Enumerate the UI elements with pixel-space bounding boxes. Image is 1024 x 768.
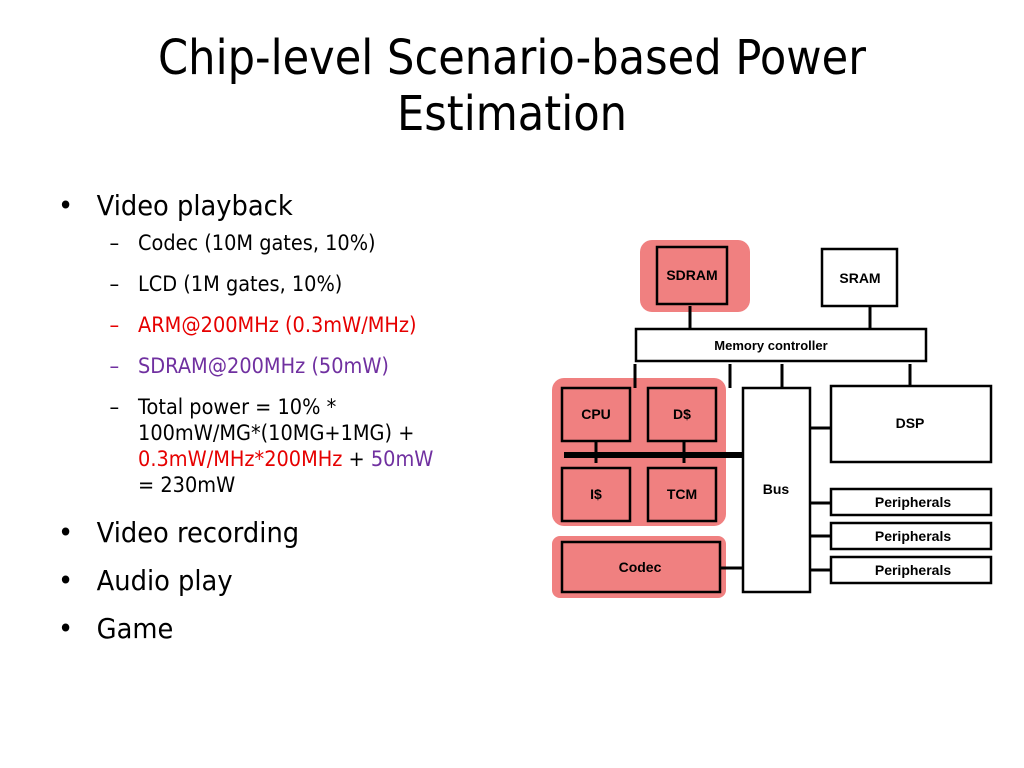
bullet-game: • Game [58,612,174,645]
sub-bullet-arm: – ARM@200MHz (0.3mW/MHz) [109,313,417,337]
codec-label: Codec [619,559,662,575]
total-power-sdram-term: 50mW [370,447,434,471]
sub-bullet-total-power: – Total power = 10% * 100mW/MG*(10MG+1MG… [109,395,434,497]
slide-title: Chip-level Scenario-based Power Estimati… [51,30,973,142]
sub-bullet-sdram: – SDRAM@200MHz (50mW) [109,354,389,378]
icache-label: I$ [590,486,602,502]
bullet-video-playback: • Video playback [58,186,509,226]
sub-bullet-lcd: – LCD (1M gates, 10%) [109,272,343,296]
peripherals-label-3: Peripherals [875,562,951,578]
slide-title-line-2: Estimation [396,86,628,142]
peripherals-label-2: Peripherals [875,528,951,544]
cpu-label: CPU [581,406,611,422]
bus-block [741,386,812,594]
slide-title-line-1: Chip-level Scenario-based Power [158,30,866,86]
soc-block-diagram: SDRAM SRAM Memory controller CPU D$ I$ T… [552,240,993,598]
codec-block [560,540,722,594]
bullet-audio-play: • Audio play [58,564,233,597]
peripherals-block-3 [829,555,993,585]
bullet-list: • Video playback – Codec (10M gates, 10%… [58,186,548,649]
memory-controller-label: Memory controller [714,338,827,353]
tcm-label: TCM [667,486,697,502]
peripherals-block-2 [829,521,993,551]
cpu-block [560,386,632,443]
bus-label: Bus [763,481,790,497]
total-power-plus: + [342,447,371,471]
dcache-block [646,386,718,443]
sram-block [820,247,899,308]
sram-label: SRAM [839,270,880,286]
peripherals-label-1: Peripherals [875,494,951,510]
sub-bullet-list: – Codec (10M gates, 10%) – LCD (1M gates… [58,230,548,498]
sdram-label: SDRAM [666,267,717,283]
memory-controller-block [634,327,928,363]
sdram-block [655,245,729,306]
total-power-line-1: Total power = 10% * [138,395,337,419]
bullet-marker: • [58,189,74,222]
cpu-local-bus [564,452,744,458]
dsp-block [829,384,993,464]
peripherals-block-1 [829,487,993,517]
dcache-label: D$ [673,406,691,422]
total-power-arm-term: 0.3mW/MHz*200MHz [138,447,343,471]
total-power-line-2: 100mW/MG*(10MG+1MG) + [138,421,415,445]
total-power-line-4: = 230mW [138,473,236,497]
tcm-block [646,466,718,523]
sub-bullet-codec: – Codec (10M gates, 10%) [109,231,376,255]
dsp-label: DSP [896,415,925,431]
bullet-video-recording: • Video recording [58,516,300,549]
icache-block [560,466,632,523]
